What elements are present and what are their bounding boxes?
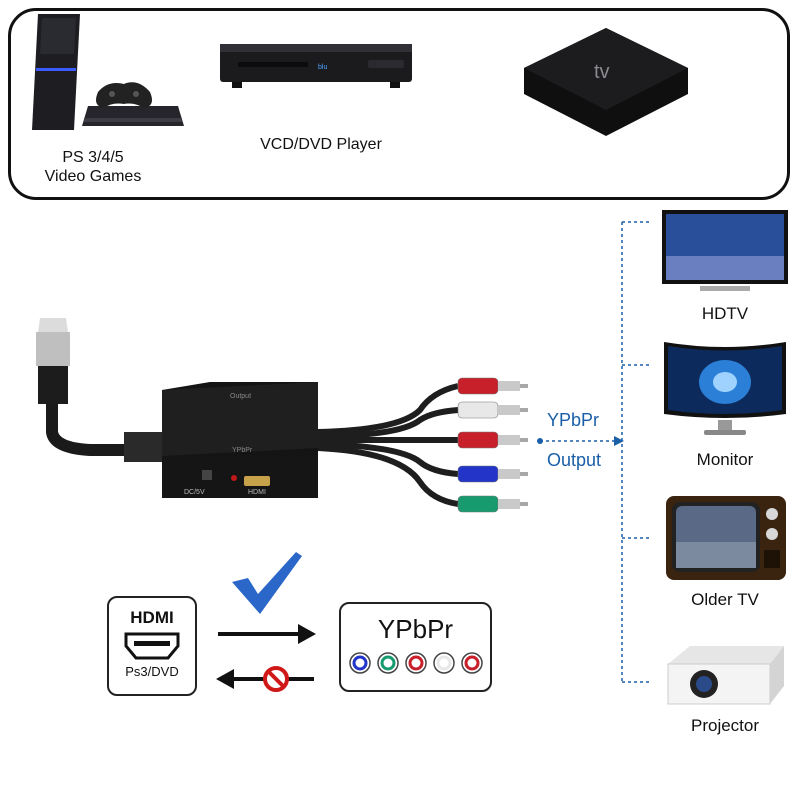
crt-tv-image xyxy=(664,494,788,586)
source-label-console: PS 3/4/5 Video Games xyxy=(44,149,142,185)
svg-text:blu: blu xyxy=(318,64,327,71)
rca-connector-icon xyxy=(460,652,483,674)
rca-plug xyxy=(457,431,528,449)
device-label-monitor: Monitor xyxy=(696,450,754,469)
rca-plug xyxy=(457,495,528,513)
direction-arrows xyxy=(216,624,316,692)
prohibited-icon xyxy=(263,666,289,692)
check-icon xyxy=(232,552,302,614)
game-console-image xyxy=(28,14,188,134)
device-label-hdtv: HDTV xyxy=(701,304,749,323)
rca-plug xyxy=(457,377,528,395)
rca-plug xyxy=(457,465,528,483)
ypbpr-card-title: YPbPr xyxy=(377,614,454,644)
hdmi-port-icon xyxy=(124,632,180,660)
hdmi-source-card: HDMI Ps3/DVD xyxy=(107,596,197,696)
device-label-older-tv: Older TV xyxy=(691,590,759,609)
forward-arrow-icon xyxy=(218,624,316,644)
hdmi-card-subtitle: Ps3/DVD xyxy=(125,664,179,679)
dvd-player-image: blu xyxy=(218,38,414,94)
output-label-line2: Output xyxy=(547,450,602,470)
apple-tv-image: tv xyxy=(510,14,700,164)
rca-connector-icon xyxy=(376,652,399,674)
svg-text:DC/5V: DC/5V xyxy=(184,489,205,496)
rca-connector-icon xyxy=(432,652,455,674)
output-label-line1: YPbPr xyxy=(547,410,600,430)
hdmi-card-title: HDMI xyxy=(130,608,174,627)
rca-connector-icon xyxy=(404,652,427,674)
monitor-image xyxy=(660,338,790,442)
svg-text:YPbPr: YPbPr xyxy=(232,447,253,454)
rca-connectors-icon xyxy=(348,652,483,674)
device-label-projector: Projector xyxy=(690,716,760,735)
svg-text:Output: Output xyxy=(230,393,251,400)
rca-connector-icon xyxy=(348,652,371,674)
rca-plug xyxy=(457,401,528,419)
projector-image xyxy=(660,640,790,712)
hdtv-image xyxy=(660,208,790,294)
ypbpr-output-card: YPbPr xyxy=(339,602,492,692)
svg-text:HDMI: HDMI xyxy=(248,489,266,496)
source-label-dvd: VCD/DVD Player xyxy=(260,136,382,153)
hdmi-plug xyxy=(38,364,68,404)
svg-text:tv: tv xyxy=(594,61,610,83)
